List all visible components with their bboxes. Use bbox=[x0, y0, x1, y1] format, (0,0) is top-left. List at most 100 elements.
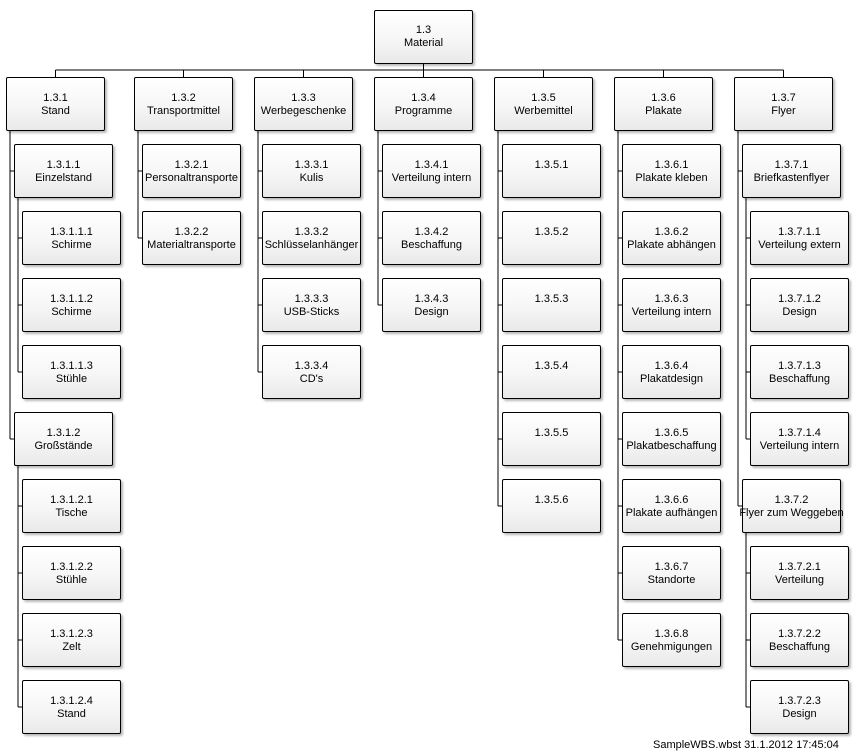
node-id: 1.3.5.1 bbox=[534, 159, 569, 171]
node-id: 1.3.1.2.1 bbox=[50, 494, 93, 506]
node-id: 1.3.6.6 bbox=[654, 494, 689, 506]
node-id: 1.3.2.2 bbox=[174, 226, 209, 238]
node-label: Verteilung intern bbox=[391, 172, 472, 184]
node-id: 1.3.5.6 bbox=[534, 494, 569, 506]
node-id: 1.3.4.1 bbox=[414, 159, 449, 171]
node-id: 1.3.7 bbox=[771, 92, 796, 104]
node-label: Kulis bbox=[299, 172, 324, 184]
node-label: Beschaffung bbox=[769, 641, 830, 653]
wbs-node[interactable]: 1.3.5.5 bbox=[502, 412, 601, 466]
node-id: 1.3 bbox=[415, 24, 432, 36]
node-id: 1.3.6.7 bbox=[654, 561, 689, 573]
node-label: Werbegeschenke bbox=[260, 105, 347, 117]
node-id: 1.3.7.1.3 bbox=[778, 360, 821, 372]
node-id: 1.3.7.1.2 bbox=[778, 293, 821, 305]
wbs-node[interactable]: 1.3.5.4 bbox=[502, 345, 601, 399]
node-id: 1.3.1.2.2 bbox=[50, 561, 93, 573]
footer-timestamp: 31.1.2012 17:45:04 bbox=[744, 739, 839, 751]
node-label: Material bbox=[403, 37, 444, 49]
node-id: 1.3.4 bbox=[411, 92, 436, 104]
node-id: 1.3.5.2 bbox=[534, 226, 569, 238]
node-label: Plakate aufhängen bbox=[625, 507, 718, 519]
node-id: 1.3.5.3 bbox=[534, 293, 569, 305]
node-label: Stand bbox=[41, 105, 70, 117]
node-id: 1.3.7.2.1 bbox=[778, 561, 821, 573]
node-id: 1.3.5 bbox=[531, 92, 556, 104]
node-id: 1.3.7.1.4 bbox=[778, 427, 821, 439]
node-label: Verteilung intern bbox=[631, 306, 712, 318]
node-id: 1.3.5.4 bbox=[534, 360, 569, 372]
footer-file: SampleWBS.wbst bbox=[653, 739, 742, 751]
node-id: 1.3.3.3 bbox=[294, 293, 329, 305]
node-id: 1.3.4.3 bbox=[414, 293, 449, 305]
node-label: Flyer bbox=[771, 105, 796, 117]
node-id: 1.3.3.4 bbox=[294, 360, 329, 372]
node-label: Plakatbeschaffung bbox=[626, 440, 717, 452]
node-id: 1.3.1.2 bbox=[46, 427, 81, 439]
node-label: USB-Sticks bbox=[283, 306, 340, 318]
node-id: 1.3.3 bbox=[291, 92, 316, 104]
node-id: 1.3.6.2 bbox=[654, 226, 689, 238]
node-label: Schlüsselanhänger bbox=[264, 239, 359, 251]
node-label: Plakatdesign bbox=[640, 373, 703, 385]
node-label: Personaltransporte bbox=[145, 172, 238, 184]
footer: SampleWBS.wbst 31.1.2012 17:45:04 bbox=[653, 739, 839, 752]
node-label: Schirme bbox=[51, 239, 92, 251]
node-label: Verteilung intern bbox=[759, 440, 840, 452]
wbs-node[interactable]: 1.3.5.3 bbox=[502, 278, 601, 332]
wbs-node[interactable]: 1.3.5.2 bbox=[502, 211, 601, 265]
wbs-node[interactable]: 1.3.5.6 bbox=[502, 479, 601, 533]
node-id: 1.3.1.1.1 bbox=[50, 226, 93, 238]
node-label: Stand bbox=[57, 708, 86, 720]
wbs-node[interactable]: 1.3.5.1 bbox=[502, 144, 601, 198]
node-label: Tische bbox=[55, 507, 88, 519]
node-label: Verteilung bbox=[775, 574, 824, 586]
node-id: 1.3.1.1 bbox=[46, 159, 81, 171]
node-id: 1.3.6.4 bbox=[654, 360, 689, 372]
